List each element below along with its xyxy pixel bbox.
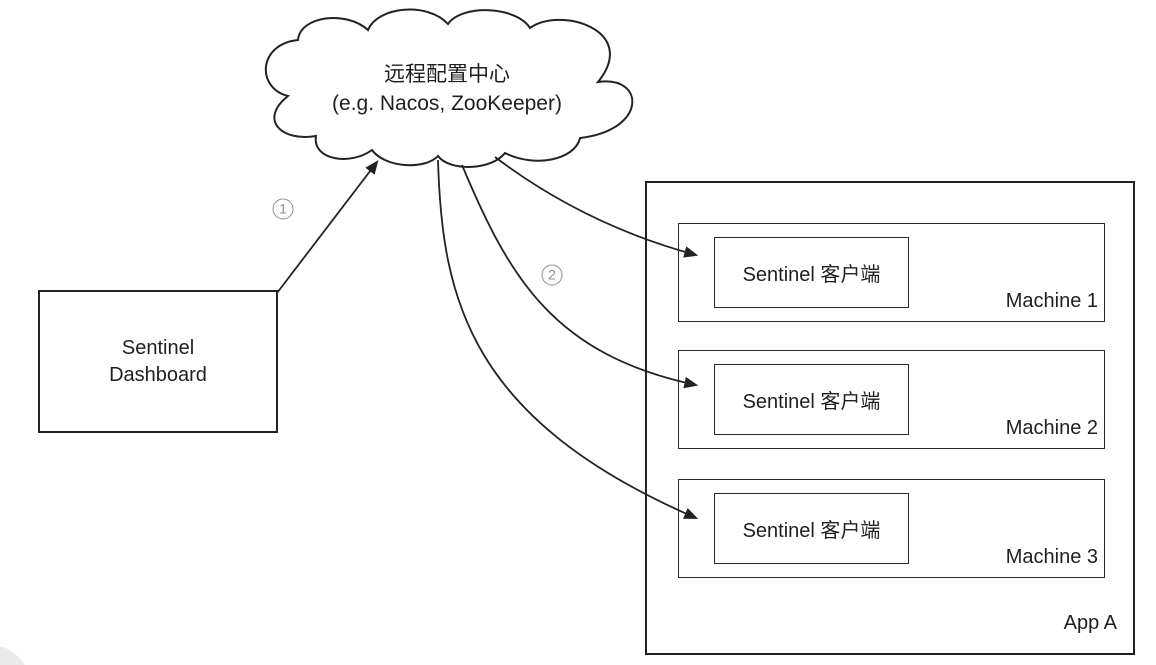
- config-center-label-line2: (e.g. Nacos, ZooKeeper): [332, 92, 562, 115]
- machine-1-sentinel-client-box: Sentinel 客户端: [714, 237, 909, 308]
- machine-2-box: Sentinel 客户端 Machine 2: [678, 350, 1105, 449]
- sentinel-dashboard-label-line1: Sentinel: [121, 336, 195, 359]
- step-2-badge: 2: [541, 264, 563, 286]
- app-a-box: Sentinel 客户端 Machine 1 Sentinel 客户端 Mach…: [645, 181, 1135, 655]
- config-center-label: 远程配置中心 (e.g. Nacos, ZooKeeper): [332, 60, 562, 118]
- machine-3-label: Machine 3: [1005, 546, 1098, 568]
- sentinel-dashboard-box: Sentinel Dashboard: [38, 290, 278, 433]
- arrow-config-center-to-machine-1: [494, 156, 699, 258]
- machine-3-box: Sentinel 客户端 Machine 3: [678, 479, 1105, 578]
- arrow-config-center-to-machine-3: [437, 159, 699, 519]
- machine-1-box: Sentinel 客户端 Machine 1: [678, 223, 1105, 322]
- sentinel-dashboard-label-line2: Dashboard: [109, 363, 207, 386]
- machine-2-label: Machine 2: [1005, 417, 1098, 439]
- arrow-dashboard-to-config-center: [276, 160, 379, 294]
- machine-1-label: Machine 1: [1005, 290, 1098, 312]
- machine-2-sentinel-client-box: Sentinel 客户端: [714, 364, 909, 435]
- machine-3-sentinel-client-box: Sentinel 客户端: [714, 493, 909, 564]
- app-a-label: App A: [1063, 612, 1117, 634]
- config-center-label-line1: 远程配置中心: [383, 63, 510, 86]
- step-1-badge: 1: [272, 198, 294, 220]
- config-center-cloud-shape: [264, 8, 634, 168]
